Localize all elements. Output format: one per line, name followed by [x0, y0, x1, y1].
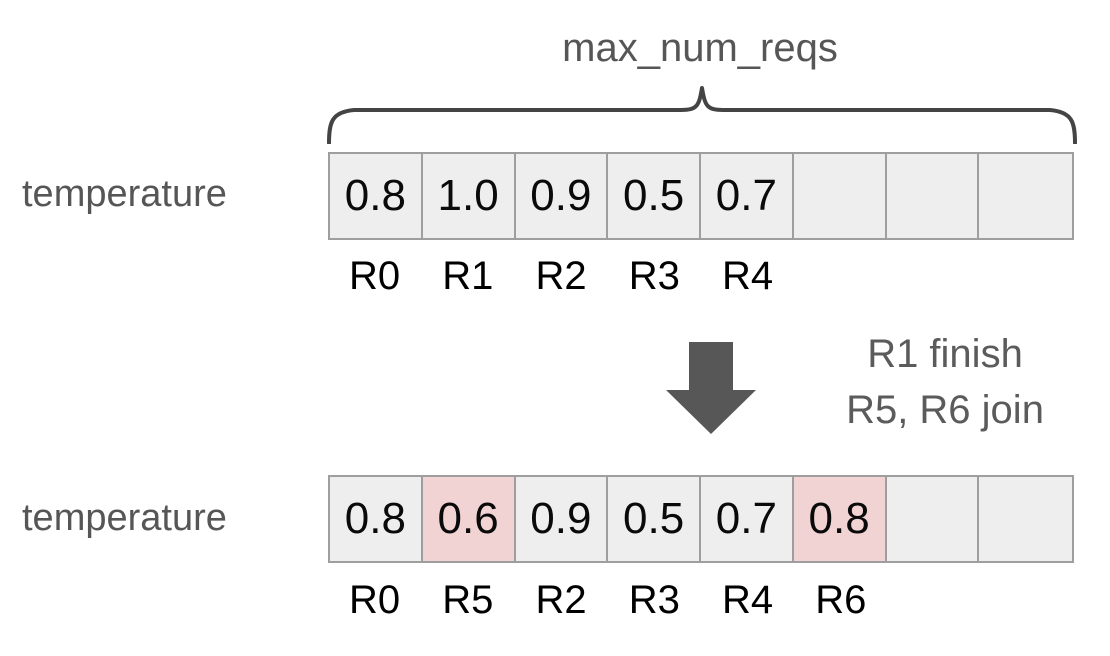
after-request-id-row: R0 R5 R2 R3 R4 R6 [328, 580, 1074, 620]
before-slot-2: 0.9 [515, 154, 609, 238]
before-slot-4: 0.7 [701, 154, 794, 238]
after-request-id-3: R3 [628, 578, 680, 622]
after-slot-5: 0.8 [793, 477, 887, 561]
after-slot-2: 0.9 [515, 477, 609, 561]
after-slot-3: 0.5 [608, 477, 701, 561]
before-slot-7 [979, 154, 1072, 238]
before-request-id-7 [981, 256, 1074, 296]
max-num-reqs-brace-icon [327, 86, 1077, 144]
after-row-label: temperature [22, 497, 227, 539]
before-request-id-3: R3 [628, 254, 680, 298]
after-slot-6 [886, 477, 980, 561]
before-row-label: temperature [22, 173, 227, 215]
before-slot-1: 1.0 [422, 154, 516, 238]
before-request-id-2: R2 [535, 254, 587, 298]
down-arrow-icon [666, 342, 756, 434]
after-request-id-5: R6 [815, 578, 867, 622]
after-request-id-1: R5 [442, 578, 494, 622]
before-request-id-0: R0 [349, 254, 401, 298]
bracket-title: max_num_reqs [562, 26, 838, 70]
after-slot-1: 0.6 [422, 477, 516, 561]
after-slot-4: 0.7 [701, 477, 794, 561]
after-slot-0: 0.8 [330, 477, 423, 561]
before-request-id-4: R4 [722, 254, 774, 298]
after-request-id-6 [888, 580, 981, 620]
before-slot-5 [793, 154, 887, 238]
after-request-id-2: R2 [535, 578, 587, 622]
before-slot-3: 0.5 [608, 154, 701, 238]
before-slot-6 [886, 154, 980, 238]
before-request-id-5 [794, 256, 887, 296]
before-slot-0: 0.8 [330, 154, 423, 238]
after-request-id-0: R0 [349, 578, 401, 622]
before-request-id-row: R0 R1 R2 R3 R4 [328, 256, 1074, 296]
before-request-id-1: R1 [442, 254, 494, 298]
before-request-id-6 [888, 256, 981, 296]
transition-note-line-2: R5, R6 join [846, 388, 1044, 432]
after-request-id-4: R4 [722, 578, 774, 622]
transition-note-line-1: R1 finish [867, 332, 1023, 376]
after-request-id-7 [981, 580, 1074, 620]
after-slot-7 [979, 477, 1072, 561]
